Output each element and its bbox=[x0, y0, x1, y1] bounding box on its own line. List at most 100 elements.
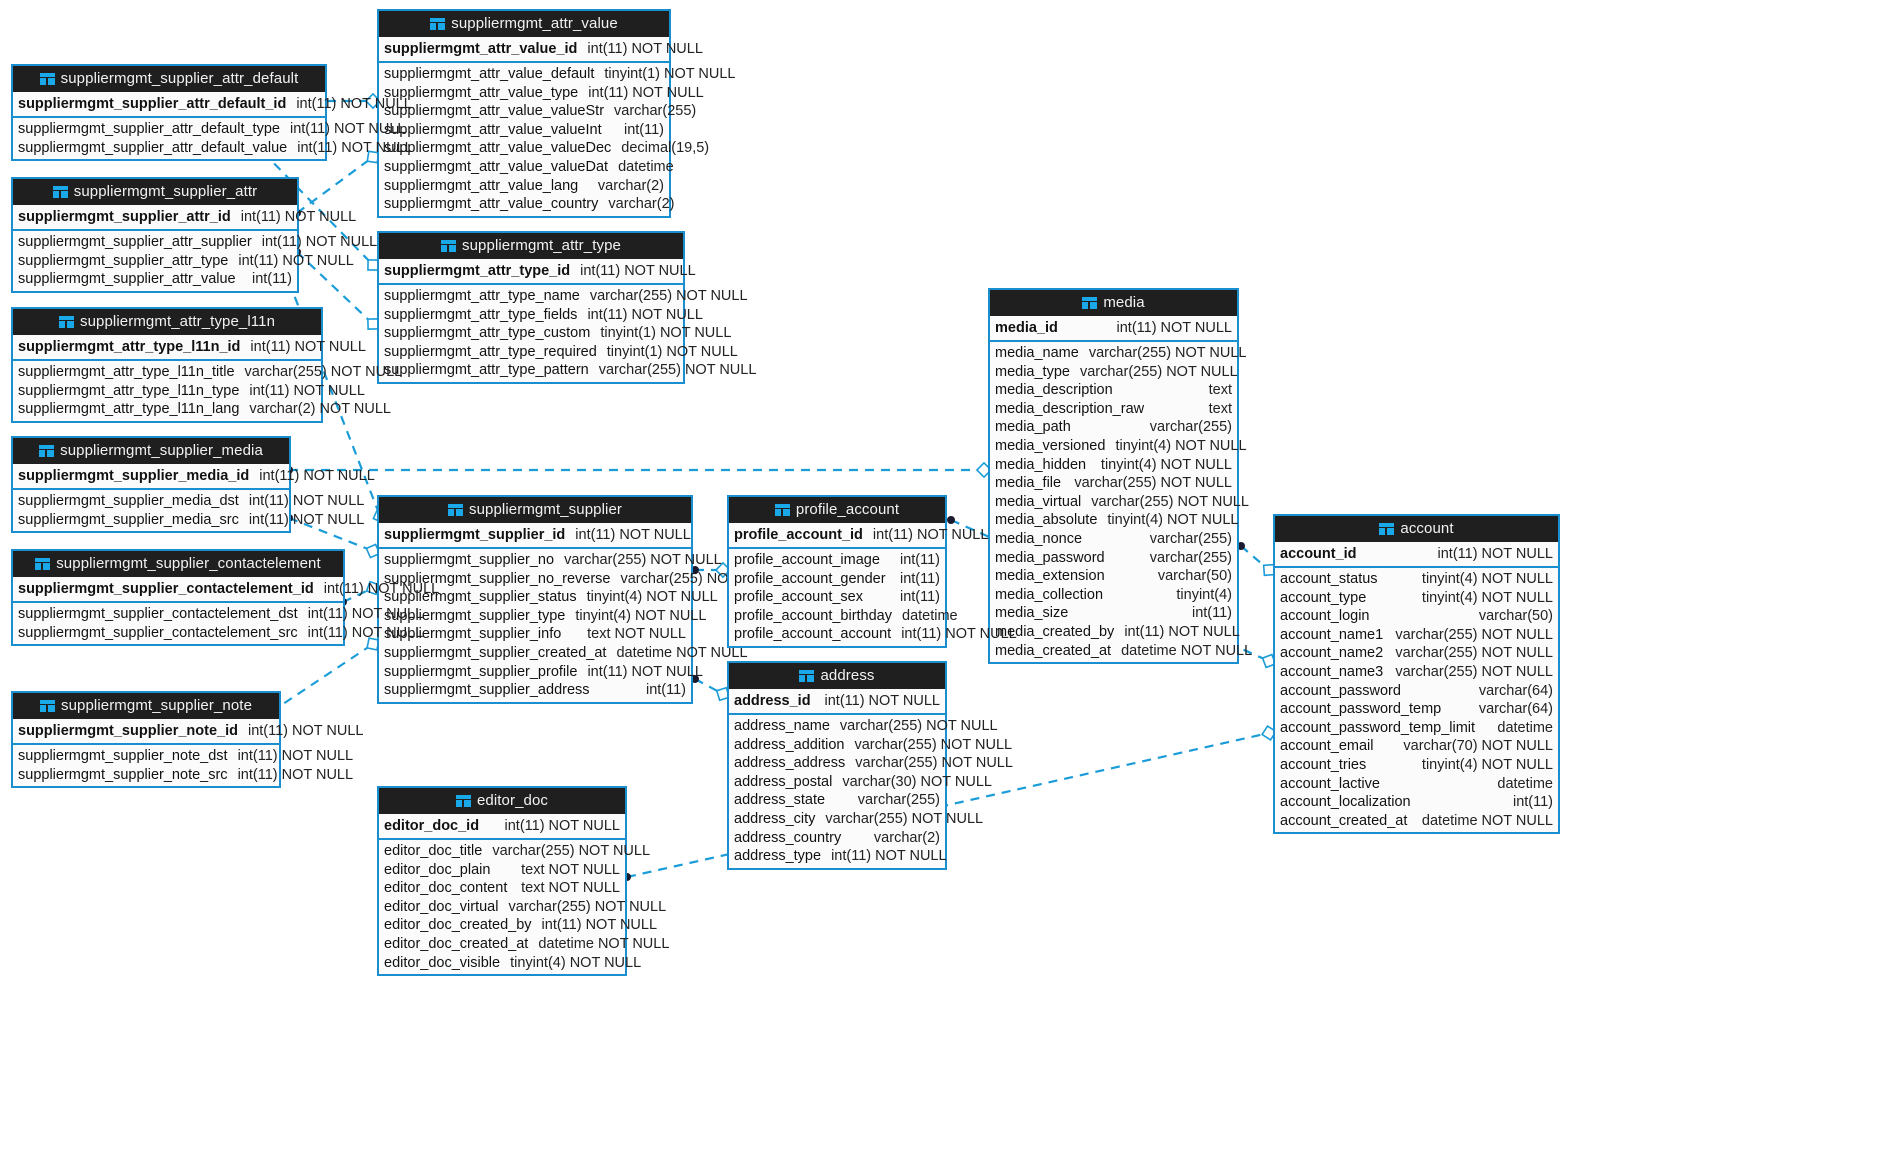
table-header[interactable]: suppliermgmt_supplier bbox=[379, 497, 691, 523]
table-header[interactable]: suppliermgmt_supplier_note bbox=[13, 693, 279, 719]
table-header[interactable]: suppliermgmt_attr_type_l11n bbox=[13, 309, 321, 335]
table-header[interactable]: editor_doc bbox=[379, 788, 625, 814]
table-header[interactable]: profile_account bbox=[729, 497, 945, 523]
table-header[interactable]: suppliermgmt_supplier_attr_default bbox=[13, 66, 325, 92]
table-header[interactable]: media bbox=[990, 290, 1237, 316]
table-header[interactable]: suppliermgmt_attr_type bbox=[379, 233, 683, 259]
table-header[interactable]: suppliermgmt_attr_value bbox=[379, 11, 669, 37]
table-header[interactable]: suppliermgmt_supplier_contactelement bbox=[13, 551, 343, 577]
table-header[interactable]: account bbox=[1275, 516, 1558, 542]
